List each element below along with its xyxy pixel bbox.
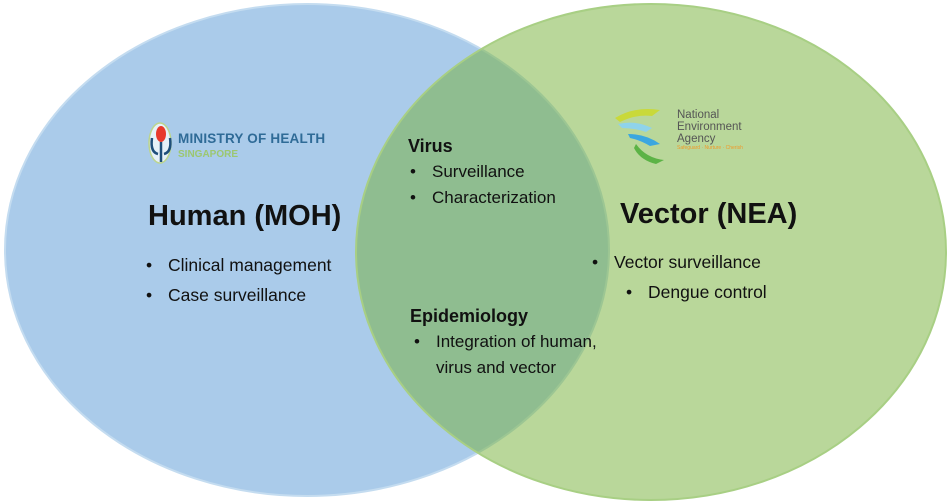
epidemiology-heading: Epidemiology xyxy=(410,306,529,326)
epidemiology-item: Integration of human, virus and vector xyxy=(412,329,602,381)
human-item: Case surveillance xyxy=(144,280,331,310)
vector-title: Vector (NEA) xyxy=(620,198,798,230)
virus-list: Surveillance Characterization xyxy=(408,159,556,211)
epidemiology-list: Integration of human, virus and vector xyxy=(412,329,602,381)
moh-logo-name: MINISTRY OF HEALTH xyxy=(178,131,326,146)
human-item: Clinical management xyxy=(144,250,331,280)
human-list: Clinical management Case surveillance xyxy=(144,250,331,310)
vector-item: Vector surveillance xyxy=(590,247,767,277)
vector-item: Dengue control xyxy=(624,277,767,307)
virus-item: Characterization xyxy=(408,185,556,211)
virus-item: Surveillance xyxy=(408,159,556,185)
nea-logo-emblem xyxy=(615,109,664,164)
vector-list: Vector surveillance Dengue control xyxy=(590,247,767,307)
nea-logo-text: National Environment Agency Safeguard · … xyxy=(677,109,743,151)
nea-logo-line1: National xyxy=(677,109,720,121)
moh-logo-emblem xyxy=(148,122,172,164)
nea-logo-line2: Environment xyxy=(677,121,742,133)
human-title: Human (MOH) xyxy=(148,200,342,232)
nea-logo-tagline: Safeguard · Nurture · Cherish xyxy=(677,145,743,151)
nea-logo-line3: Agency xyxy=(677,133,716,145)
moh-logo-sub: SINGAPORE xyxy=(178,149,239,160)
virus-heading: Virus xyxy=(408,136,453,156)
